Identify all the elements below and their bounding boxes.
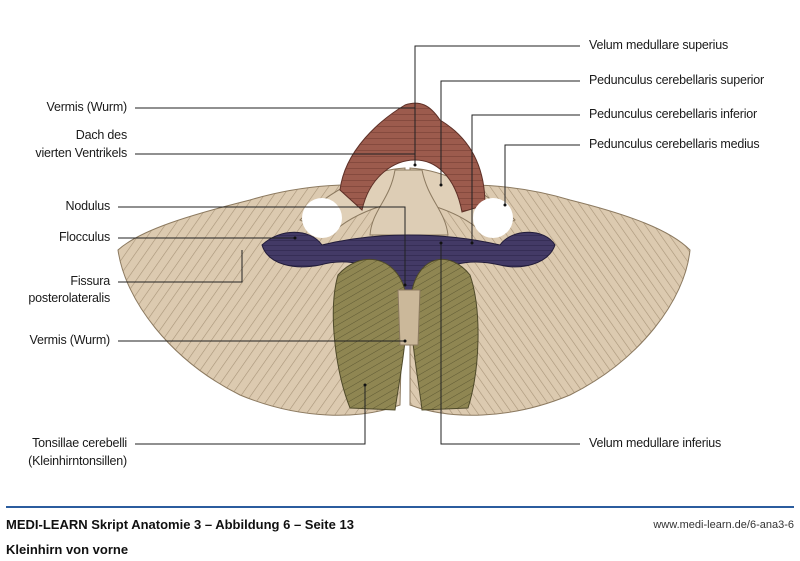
right-opening xyxy=(473,198,513,238)
label-vermis-bottom: Vermis (Wurm) xyxy=(29,333,111,347)
leader-dot xyxy=(439,183,443,187)
leader-pedunculus-medius xyxy=(504,144,580,205)
label-pedunculus-inferior: Pedunculus cerebellaris inferior xyxy=(589,107,757,121)
leader-pedunculus-inferior xyxy=(471,114,580,243)
label-tonsillae-line1: Tonsillae cerebelli xyxy=(32,436,127,450)
leader-lines xyxy=(118,45,580,445)
label-fissura-line2: posterolateralis xyxy=(28,291,110,305)
footer-url[interactable]: www.medi-learn.de/6-ana3-6 xyxy=(653,519,794,531)
fourth-ventricle-roof xyxy=(369,169,449,236)
label-flocculus: Flocculus xyxy=(59,230,110,244)
left-opening xyxy=(302,198,342,238)
vermis-inferior xyxy=(397,289,421,346)
leader-dot xyxy=(403,339,407,343)
footer-title: MEDI-LEARN Skript Anatomie 3 – Abbildung… xyxy=(6,517,354,532)
leader-dot xyxy=(403,283,407,287)
leader-nodulus xyxy=(118,206,406,285)
tonsil-right xyxy=(410,258,479,411)
leader-dot xyxy=(503,203,507,207)
label-pedunculus-medius: Pedunculus cerebellaris medius xyxy=(589,137,760,151)
label-vermis-top: Vermis (Wurm) xyxy=(46,100,128,114)
label-fissura-line1: Fissura xyxy=(70,274,110,288)
leader-dot xyxy=(293,236,297,240)
label-dach-line2: vierten Ventrikels xyxy=(35,146,127,160)
label-nodulus: Nodulus xyxy=(65,199,111,213)
footer-divider xyxy=(6,506,794,508)
leader-fissura xyxy=(118,250,243,283)
leader-dot xyxy=(363,383,367,387)
label-velum-inferius: Velum medullare inferius xyxy=(589,436,722,450)
leader-tonsillae xyxy=(135,385,366,445)
tonsil-left xyxy=(332,259,407,411)
flocculus-nodulus xyxy=(261,231,556,291)
leader-dot xyxy=(413,163,417,167)
label-velum-superius: Velum medullare superius xyxy=(589,38,729,52)
cerebellum-illustration xyxy=(117,45,691,445)
vermis-superior xyxy=(339,102,486,213)
label-pedunculus-superior: Pedunculus cerebellaris superior xyxy=(589,73,764,87)
leader-velum-inferius xyxy=(440,243,580,445)
leader-dot xyxy=(439,241,443,245)
leader-velum-superius xyxy=(414,45,580,165)
leader-dots xyxy=(293,163,507,387)
label-tonsillae-line2: (Kleinhirntonsillen) xyxy=(28,454,127,468)
footer-subtitle: Kleinhirn von vorne xyxy=(6,542,129,557)
leader-pedunculus-superior xyxy=(440,80,580,185)
label-dach-line1: Dach des xyxy=(75,128,127,142)
leader-dot xyxy=(470,241,474,245)
